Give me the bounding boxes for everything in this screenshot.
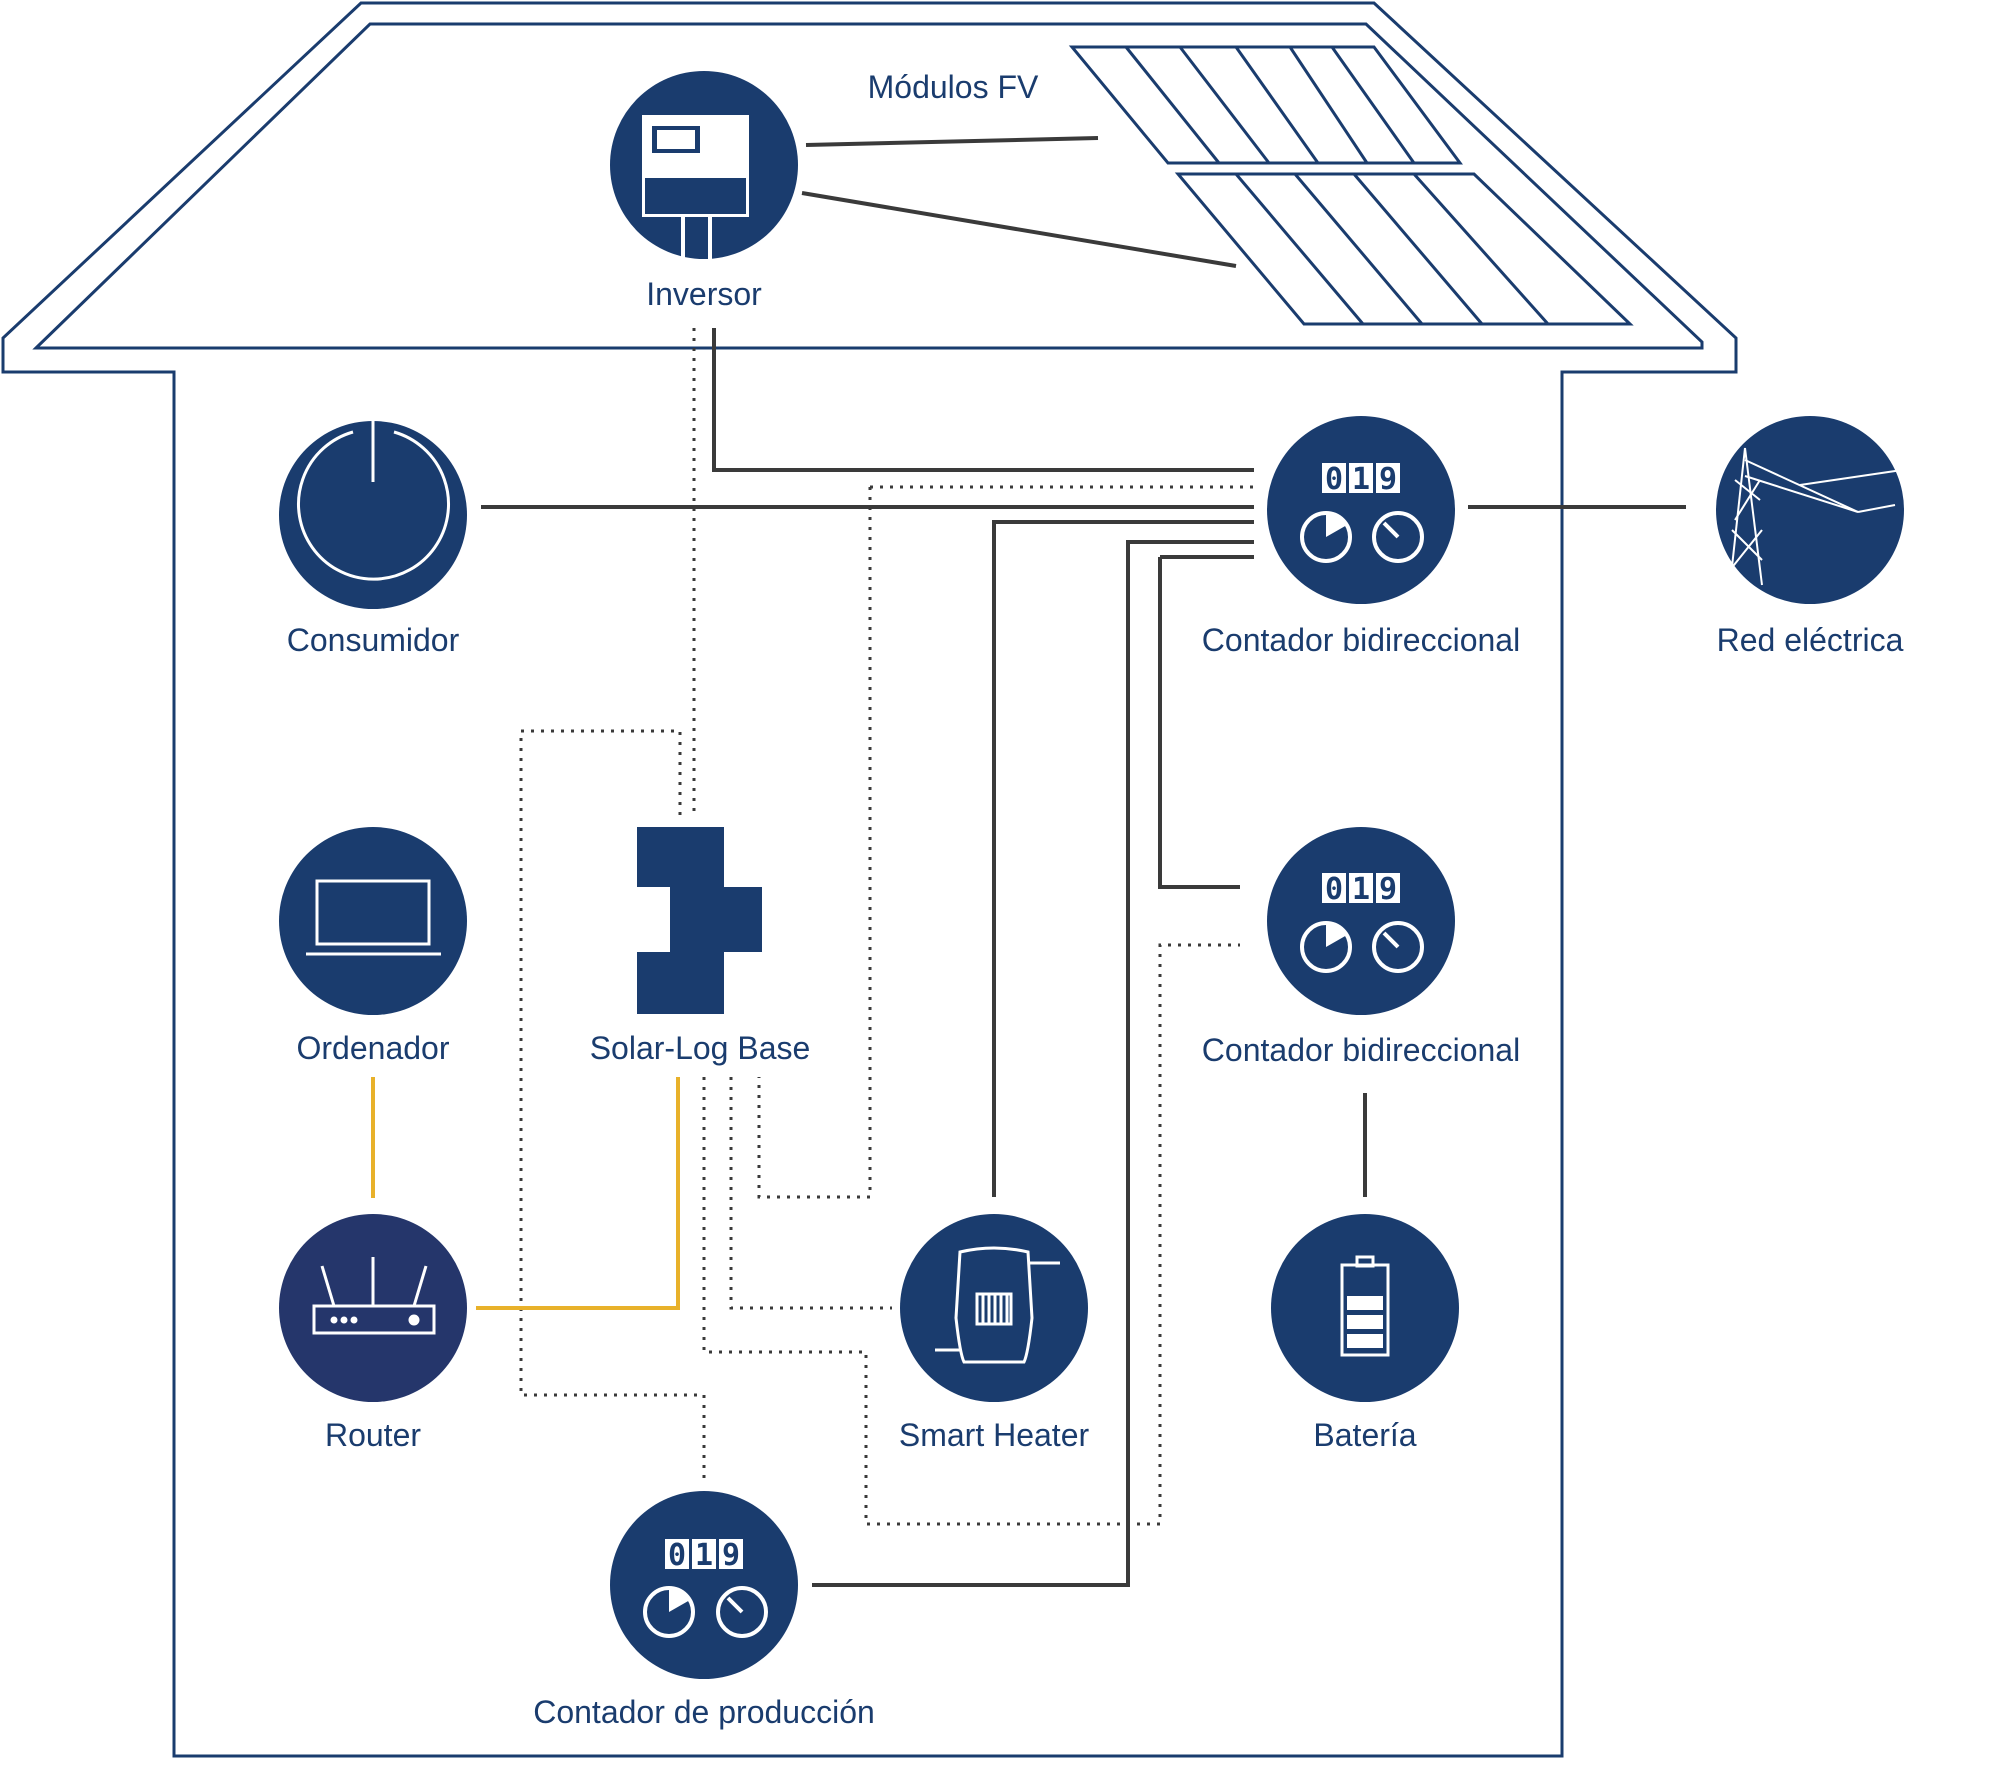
bidir-meter-2-node[interactable]: 0 1 9 [1267, 827, 1455, 1015]
meter-digit: 1 [1352, 872, 1370, 907]
router-icon [312, 1257, 436, 1335]
meter-digit: 1 [695, 1538, 713, 1573]
bidir-meter-1-node[interactable]: 0 1 9 [1267, 416, 1455, 604]
inverter-icon [642, 115, 749, 261]
dotted-wires [519, 328, 1254, 1526]
power-icon [297, 417, 450, 581]
meter-digit: 0 [668, 1538, 686, 1573]
battery-icon [1340, 1255, 1390, 1357]
consumer-label: Consumidor [287, 622, 460, 658]
meter-digit: 9 [1379, 872, 1397, 907]
solarlog-label: Solar-Log Base [590, 1030, 811, 1066]
meter-digit: 0 [1325, 462, 1343, 497]
grid-label: Red eléctrica [1717, 622, 1904, 658]
solar-panel-icon [1174, 172, 1634, 326]
bidir-meter-1-label: Contador bidireccional [1202, 622, 1520, 658]
meter-icon: 0 1 9 [643, 1538, 768, 1638]
production-meter-node[interactable]: 0 1 9 [610, 1491, 798, 1679]
heater-icon [935, 1246, 1060, 1364]
computer-label: Ordenador [297, 1030, 450, 1066]
network-wires [371, 1077, 680, 1310]
power-tower-icon [1729, 447, 1903, 586]
consumer-node[interactable] [279, 417, 467, 609]
inverter-node[interactable] [610, 71, 798, 261]
router-node[interactable] [279, 1214, 467, 1402]
solarlog-device-icon [637, 827, 762, 1014]
meter-icon: 0 1 9 [1300, 872, 1424, 973]
production-meter-label: Contador de producción [533, 1694, 875, 1730]
battery-label: Batería [1313, 1417, 1416, 1453]
meter-icon: 0 1 9 [1300, 462, 1424, 563]
smart-heater-node[interactable] [900, 1214, 1088, 1402]
battery-node[interactable] [1271, 1214, 1459, 1402]
meter-digit: 9 [722, 1538, 740, 1573]
solarlog-node[interactable] [637, 827, 762, 1014]
solid-wires [481, 136, 1686, 1587]
smart-heater-label: Smart Heater [899, 1417, 1090, 1453]
meter-digit: 9 [1379, 462, 1397, 497]
computer-node[interactable] [279, 827, 467, 1015]
grid-node[interactable] [1716, 416, 1904, 604]
house-outline [1, 1, 1738, 1758]
laptop-icon [306, 879, 441, 956]
bidir-meter-2-label: Contador bidireccional [1202, 1032, 1520, 1068]
pv-modules [1068, 45, 1634, 326]
solar-panel-icon [1068, 45, 1463, 165]
meter-digit: 1 [1352, 462, 1370, 497]
meter-digit: 0 [1325, 872, 1343, 907]
pv-modules-label: Módulos FV [868, 69, 1039, 105]
inverter-label: Inversor [646, 276, 762, 312]
router-label: Router [325, 1417, 421, 1453]
